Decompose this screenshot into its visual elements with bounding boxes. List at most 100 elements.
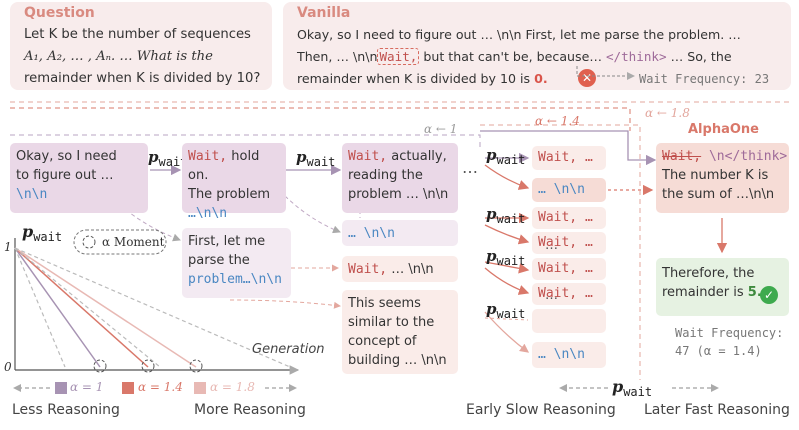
arrow-col-wait-d	[484, 261, 530, 274]
node-newline-a: … \n\n	[342, 220, 458, 246]
node-first-parse-line1: First, let me	[188, 234, 266, 249]
col-wait-d-text: Wait, …	[538, 261, 593, 276]
node-similar-concept: This seems similar to the concept of bui…	[342, 290, 458, 374]
alphaone-frequency-line2: 47 (α = 1.4)	[675, 344, 762, 358]
chain-ellipsis: …	[462, 158, 478, 177]
alpha-1-label: α ← 1	[424, 122, 458, 136]
alphaone-box-line3: the sum of …\n\n	[662, 187, 775, 202]
later-fast-label: Later Fast Reasoning	[644, 402, 790, 418]
alpha-14-line	[480, 130, 657, 166]
vanilla-line2-start: Then, … \n\n	[297, 49, 378, 64]
pwait-symbol-5: p	[486, 247, 497, 265]
node-start-line2: to figure out …	[16, 168, 114, 183]
legend-label-a14: α = 1.4	[138, 380, 183, 394]
plot-area	[13, 229, 300, 392]
col-newline-a: … \n\n	[532, 178, 606, 202]
more-reasoning-label: More Reasoning	[194, 402, 306, 418]
moment-legend-icon	[82, 235, 96, 249]
node-first-parse-line2: parse the	[188, 253, 250, 268]
node-similar-line2: similar to the	[348, 315, 435, 330]
question-line3: remainder when K is divided by 10?	[24, 71, 261, 86]
alphaone-answer-text: remainder is	[662, 285, 748, 300]
correct-icon: ✓	[760, 286, 778, 304]
curve-dash-3	[14, 247, 291, 368]
pwait-label-1: pwait	[148, 148, 187, 169]
vanilla-wait-frequency: Wait Frequency: 23	[639, 72, 770, 86]
wrong-icon: ✕	[578, 69, 596, 87]
col-wait-a-text: Wait, …	[538, 150, 593, 165]
node-wait-hold-on-line2: The problem	[188, 187, 271, 202]
node-wait-actually-text: actually,	[387, 149, 447, 164]
pwait-symbol-3: p	[486, 146, 497, 164]
node-similar-line4: building … \n\n	[348, 353, 447, 368]
node-wait-hold-on-wait: Wait,	[188, 149, 228, 164]
col-wait-b: Wait, …	[532, 207, 606, 229]
col-wait-c-text: Wait, …	[538, 235, 593, 250]
pwait-sub-4: wait	[496, 212, 526, 226]
col-wait-e-text: Wait, …	[538, 286, 593, 301]
legend-label-a1: α = 1	[70, 380, 104, 394]
arrow-col-nn-a	[484, 164, 530, 190]
arrow-n2-n5	[284, 195, 341, 234]
vanilla-line2-end: … So, the	[666, 49, 732, 64]
node-newline-a-text: … \n\n	[348, 226, 395, 241]
vanilla-line1-text: Okay, so I need to figure out … \n\n Fir…	[297, 27, 741, 42]
pwait-label-4: pwait	[486, 205, 525, 226]
node-start-line1: Okay, so I need	[16, 149, 117, 164]
alphaone-box: Wait, \n</think> The number K is the sum…	[656, 143, 789, 213]
col-wait-a: Wait, …	[532, 146, 606, 170]
plot-ylabel: pwait	[22, 222, 62, 244]
bottom-pwait: pwait	[612, 377, 652, 399]
curve-dash-2	[14, 247, 161, 368]
question-panel: Question Let K be the number of sequence…	[10, 2, 272, 90]
pwait-label-2: pwait	[296, 148, 335, 169]
pwait-label-5: pwait	[486, 247, 525, 268]
arrow-col-nn-b	[484, 311, 530, 353]
col-wait-c: Wait, …	[532, 232, 606, 254]
alphaone-box-line2: The number K is	[662, 168, 769, 183]
moment-marker-a14	[141, 359, 155, 373]
node-wait-actually: Wait, actually, reading the problem … \n…	[342, 143, 458, 213]
col-dots-2: …	[545, 288, 558, 303]
moment-legend-label: α Moment	[102, 235, 165, 249]
early-slow-label: Early Slow Reasoning	[466, 402, 616, 418]
moment-marker-a18	[189, 359, 203, 373]
alpha-1-line	[10, 134, 481, 150]
vanilla-line3-text: remainder when K is divided by 10 is	[297, 71, 535, 86]
col-newline-b: … \n\n	[532, 342, 606, 368]
pwait-label-3: pwait	[486, 146, 525, 167]
alphaone-struck-wait: Wait,	[662, 149, 702, 164]
alphaone-box-line1: Wait, \n</think>	[662, 147, 787, 166]
curve-a18-solid	[14, 247, 197, 368]
node-wait-hold-on-text: hold on.	[188, 149, 260, 183]
legend-swatch-a1	[55, 382, 67, 394]
pwait-label-6: pwait	[486, 300, 525, 321]
pwait-sub-6: wait	[496, 307, 526, 321]
node-wait-actually-line1: Wait, actually,	[348, 147, 452, 166]
vanilla-think-tag: </think>	[605, 49, 667, 64]
alphaone-title: AlphaOne	[688, 122, 759, 137]
alphaone-answer-box: Therefore, the remainder is 5. ✓	[656, 258, 789, 316]
col-newline-a-text: … \n\n	[538, 182, 585, 197]
question-title: Question	[24, 5, 95, 21]
vanilla-frequency-arrow	[576, 66, 635, 80]
arrow-n3-n7	[229, 299, 341, 309]
bottom-pwait-symbol: p	[612, 377, 624, 396]
alphaone-answer-value: 5.	[747, 285, 762, 300]
arrow-col-wait-c	[484, 224, 530, 245]
plot-ylabel-symbol: p	[22, 222, 34, 241]
node-wait-hold-on-line3: …\n\n	[188, 206, 228, 221]
col-wait-d: Wait, …	[532, 258, 606, 280]
bottom-pwait-sub: wait	[623, 385, 653, 400]
pwait-sub-3: wait	[496, 153, 526, 167]
node-first-parse: First, let me parse the problem…\n\n	[182, 228, 291, 298]
vanilla-answer: 0.	[534, 71, 548, 86]
node-similar-line3: concept of	[348, 334, 417, 349]
plot-ylabel-sub: wait	[33, 230, 63, 245]
node-wait-actually-line3: problem … \n\n	[348, 187, 449, 202]
node-wait-short-wait: Wait,	[348, 262, 388, 277]
vanilla-title: Vanilla	[297, 5, 351, 21]
question-line2: A₁, A₂, … , Aₙ. … What is the	[24, 49, 213, 64]
pwait-symbol-1: p	[148, 148, 159, 166]
col-dots-1: …	[545, 238, 558, 253]
